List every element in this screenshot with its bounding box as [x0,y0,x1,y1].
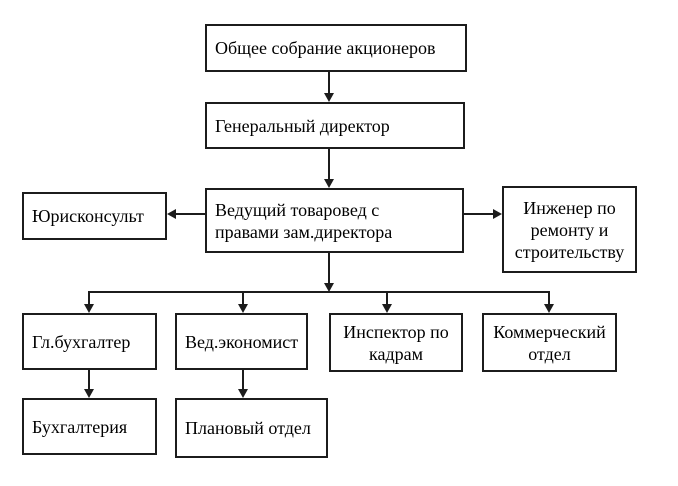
connector-director-to-merchandiser [328,149,330,180]
connector-merchandiser-to-legal-counsel [176,213,206,215]
arrowhead-right-icon [493,209,502,219]
node-label: Общее собрание акционеров [215,38,436,58]
node-label: Вед.экономист [185,331,299,352]
node-label: Инспектор по кадрам [343,321,449,364]
node-label: Ведущий товаровед с правами зам.директор… [215,199,393,242]
node-label: Юрисконсульт [32,206,144,226]
node-general-director: Генеральный директор [205,102,465,149]
arrowhead-down-icon [544,304,554,313]
connector-merchandiser-to-bus [328,253,330,284]
connector-bus-to-chief-accountant [88,291,90,305]
arrowhead-down-icon [84,304,94,313]
node-label: Генеральный директор [215,115,390,136]
node-shareholders-meeting: Общее собрание акционеров [205,24,467,72]
arrowhead-left-icon [167,209,176,219]
connector-bus-to-lead-economist [242,291,244,305]
connector-accountant-to-accounting [88,370,90,390]
node-label: Плановый отдел [185,418,311,438]
node-label: Гл.бухгалтер [32,331,131,352]
arrowhead-down-icon [324,283,334,292]
arrowhead-down-icon [238,304,248,313]
arrowhead-down-icon [324,93,334,102]
node-repair-engineer: Инженер по ремонту и строительству [502,186,637,273]
node-planning-department: Плановый отдел [175,398,328,458]
connector-bus-to-commercial-dept [548,291,550,305]
node-chief-accountant: Гл.бухгалтер [22,313,157,370]
node-hr-inspector: Инспектор по кадрам [329,313,463,372]
node-lead-merchandiser: Ведущий товаровед с правами зам.директор… [205,188,464,253]
connector-bus-to-hr-inspector [386,291,388,305]
node-label: Коммерческий отдел [493,321,606,364]
node-legal-counsel: Юрисконсульт [22,192,167,240]
arrowhead-down-icon [382,304,392,313]
connector-shareholders-to-director [328,72,330,95]
node-commercial-department: Коммерческий отдел [482,313,617,372]
node-lead-economist: Вед.экономист [175,313,308,370]
connector-distribution-bus [88,291,550,293]
arrowhead-down-icon [324,179,334,188]
connector-economist-to-planning [242,370,244,390]
connector-merchandiser-to-repair-engineer [464,213,494,215]
node-label: Бухгалтерия [32,416,128,437]
arrowhead-down-icon [84,389,94,398]
arrowhead-down-icon [238,389,248,398]
node-label: Инженер по ремонту и строительству [514,197,625,262]
node-accounting: Бухгалтерия [22,398,157,455]
